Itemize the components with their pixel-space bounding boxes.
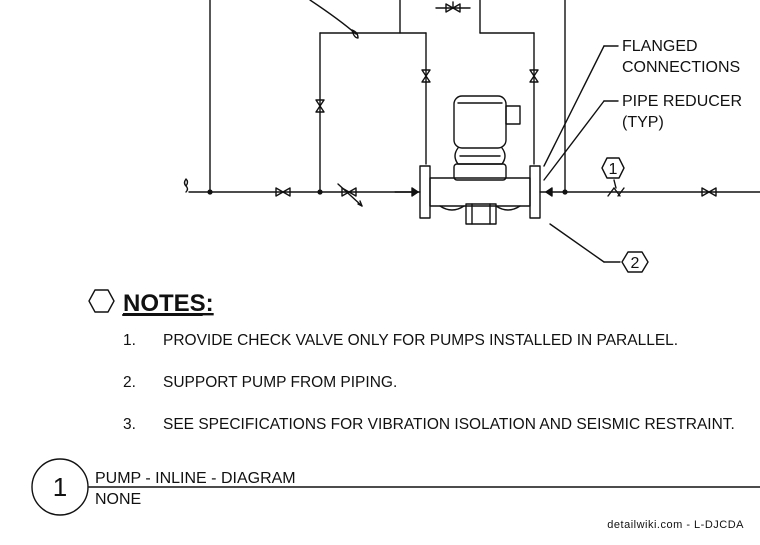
reducer-label-line1: PIPE REDUCER bbox=[622, 93, 742, 110]
junction-dots bbox=[207, 189, 568, 195]
detail-title: PUMP - INLINE - DIAGRAM bbox=[95, 470, 296, 487]
note-1-number: 1. bbox=[123, 332, 136, 349]
notes-heading: NOTES: bbox=[123, 290, 214, 317]
notes-hexagon bbox=[88, 289, 115, 313]
riser-pipes bbox=[209, 0, 566, 193]
note-2-number: 2. bbox=[123, 374, 136, 391]
flow-arrows bbox=[394, 187, 553, 197]
detail-scale: NONE bbox=[95, 491, 141, 508]
notes-section: NOTES: 1. PROVIDE CHECK VALVE ONLY FOR P… bbox=[88, 289, 735, 433]
valves bbox=[275, 1, 717, 207]
tag-2-text: 2 bbox=[631, 255, 640, 272]
flanged-label-line1: FLANGED bbox=[622, 38, 698, 55]
detail-number-circle bbox=[31, 458, 89, 516]
reducer-label-line2: (TYP) bbox=[622, 114, 664, 131]
inline-pump bbox=[419, 95, 541, 225]
flanged-label-line2: CONNECTIONS bbox=[622, 59, 740, 76]
check-valve bbox=[607, 187, 625, 197]
note-1-text: PROVIDE CHECK VALVE ONLY FOR PUMPS INSTA… bbox=[163, 332, 678, 349]
title-block: 1 PUMP - INLINE - DIAGRAM NONE bbox=[31, 458, 760, 516]
tag-1-text: 1 bbox=[609, 161, 618, 178]
tag-2: 2 bbox=[621, 251, 649, 273]
leader-lines bbox=[543, 45, 621, 263]
callout-labels: FLANGED CONNECTIONS PIPE REDUCER (TYP) bbox=[622, 38, 742, 131]
note-3-number: 3. bbox=[123, 416, 136, 433]
note-3-text: SEE SPECIFICATIONS FOR VIBRATION ISOLATI… bbox=[163, 416, 735, 433]
main-pipe bbox=[183, 178, 760, 193]
tag-1: 1 bbox=[601, 157, 625, 179]
watermark: detailwiki.com - L-DJCDA bbox=[607, 519, 744, 531]
note-2-text: SUPPORT PUMP FROM PIPING. bbox=[163, 374, 397, 391]
detail-number: 1 bbox=[53, 472, 67, 502]
